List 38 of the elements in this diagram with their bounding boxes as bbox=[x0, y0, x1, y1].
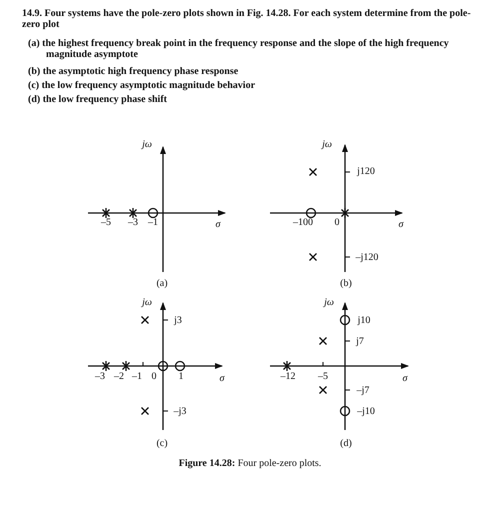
tick-label: j120 bbox=[357, 166, 375, 177]
axis-label: σ bbox=[220, 373, 224, 384]
tick-label: –j3 bbox=[174, 406, 186, 417]
tick-label: –3 bbox=[95, 371, 105, 382]
tick-label: j3 bbox=[174, 315, 182, 326]
tick-label: 1 bbox=[178, 371, 184, 382]
tick-label: –1 bbox=[132, 371, 142, 382]
panel-label: (c) bbox=[156, 438, 168, 449]
tick-label: j7 bbox=[356, 336, 364, 347]
axis-label: jω bbox=[142, 139, 152, 150]
tick-label: j10 bbox=[358, 315, 370, 326]
panel-label: (b) bbox=[340, 278, 352, 289]
axis-label: jω bbox=[322, 139, 332, 150]
tick-label: –3 bbox=[128, 217, 138, 228]
problem-statement: 14.9. Four systems have the pole-zero plots shown in Fig. 14.28. For each system determine from the pole-zero plot bbox=[22, 8, 472, 30]
problem-item: (c) the low frequency asymptotic magnitude behavior bbox=[28, 80, 256, 91]
tick-label: –12 bbox=[280, 371, 296, 382]
axis-label: σ bbox=[216, 219, 220, 230]
tick-label: –j120 bbox=[356, 252, 378, 263]
figure-caption: Figure 14.28: Four pole-zero plots. bbox=[178, 458, 322, 469]
tick-label: 0 bbox=[334, 217, 340, 228]
tick-label: –5 bbox=[318, 371, 328, 382]
tick-label: –2 bbox=[114, 371, 124, 382]
panel-label: (d) bbox=[340, 438, 352, 449]
axis-label: jω bbox=[142, 297, 152, 308]
tick-label: –j10 bbox=[357, 406, 375, 417]
axis-label: σ bbox=[402, 373, 408, 384]
tick-label: –j7 bbox=[356, 385, 370, 396]
axis-label: σ bbox=[398, 219, 404, 230]
tick-label: –100 bbox=[293, 217, 313, 228]
tick-label: –5 bbox=[101, 217, 111, 228]
problem-item: (d) the low frequency phase shift bbox=[28, 94, 168, 105]
problem-item: (b) the asymptotic high frequency phase response bbox=[28, 66, 240, 77]
problem-item: (a) the highest frequency break point in the frequency response and the slope of the high frequency magnitude asymptote bbox=[28, 38, 450, 60]
tick-label: –1 bbox=[148, 217, 158, 228]
tick-label: 0 bbox=[152, 371, 156, 382]
axis-label: jω bbox=[324, 297, 334, 308]
panel-label: (a) bbox=[156, 278, 168, 289]
